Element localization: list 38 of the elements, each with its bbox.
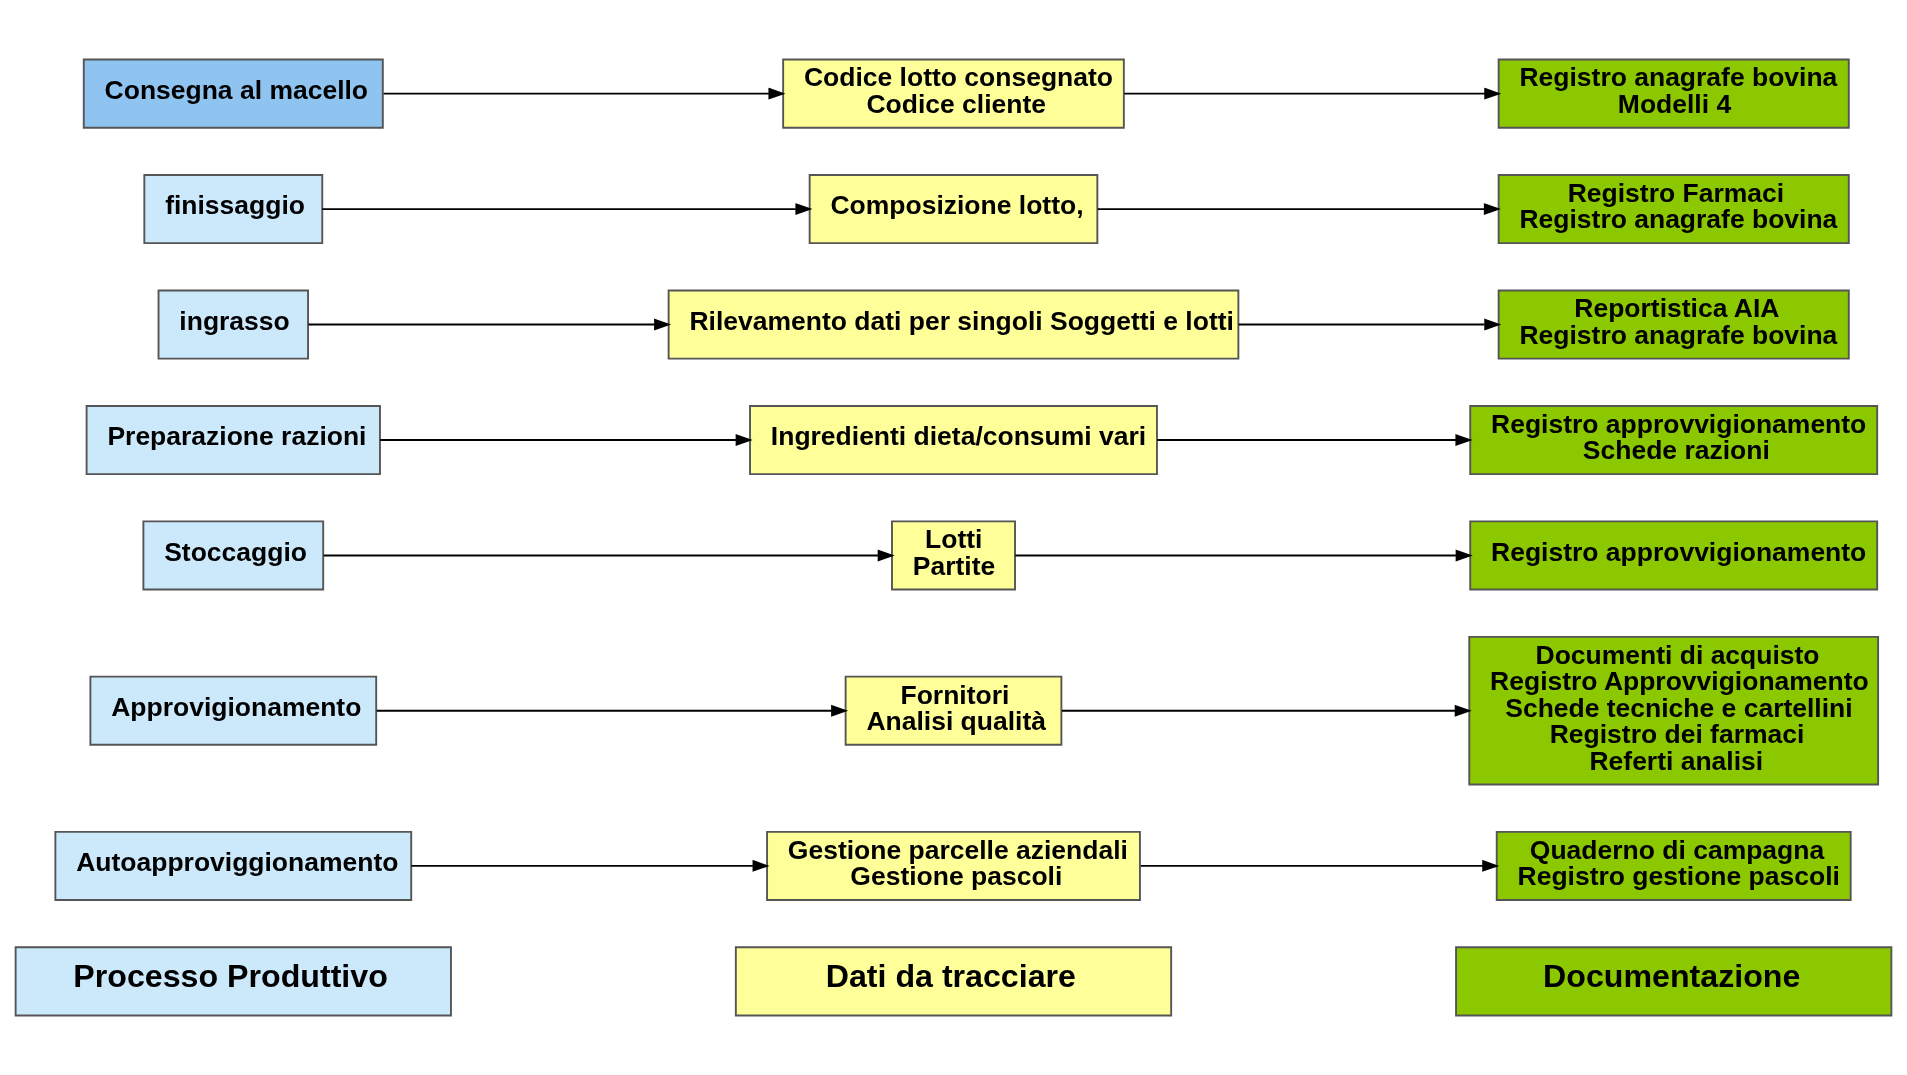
node-box: Codice lotto consegnato Codice cliente xyxy=(782,58,1125,129)
node-box: Fornitori Analisi qualità xyxy=(844,675,1063,746)
node-box: Consegna al macello xyxy=(82,58,384,129)
arrow xyxy=(382,87,786,100)
arrow xyxy=(1014,549,1473,562)
arrow xyxy=(1156,434,1473,446)
node-box: Registro Farmaci Registro anagrafe bovina xyxy=(1497,174,1850,245)
arrow xyxy=(1237,318,1502,331)
node-box: Processo Produttivo xyxy=(14,946,452,1017)
node-box: Registro approvvigionamento Schede razioni xyxy=(1469,405,1879,476)
arrow xyxy=(307,318,672,331)
node-box: ingrasso xyxy=(157,289,309,360)
node-box: Reportistica AIA Registro anagrafe bovina xyxy=(1497,289,1850,360)
node-box: Preparazione razioni xyxy=(85,405,381,476)
arrow xyxy=(321,203,813,216)
node-box: Documenti di acquisto Registro Approvvigionamento Schede tecniche e cartellini Registro dei farmaci Referti analisi xyxy=(1468,635,1880,786)
node-box: Documentazione xyxy=(1455,946,1893,1017)
arrow xyxy=(1139,859,1500,872)
arrow xyxy=(1096,203,1501,216)
node-box: Lotti Partite xyxy=(891,520,1016,591)
arrow xyxy=(379,434,753,446)
node-box: Ingredienti dieta/consumi vari xyxy=(749,405,1158,476)
node-box: Approvigionamento xyxy=(89,675,378,746)
arrow xyxy=(322,549,895,562)
arrow xyxy=(375,704,849,717)
node-box: Registro anagrafe bovina Modelli 4 xyxy=(1497,58,1850,129)
arrow xyxy=(1123,87,1502,100)
node-box: Composizione lotto, xyxy=(808,174,1099,245)
node-box: Autoapproviggionamento xyxy=(54,830,413,901)
node-box: Stoccaggio xyxy=(142,520,325,591)
node-box: Quaderno di campagna Registro gestione pascoli xyxy=(1495,830,1852,901)
node-box: Dati da tracciare xyxy=(734,946,1173,1017)
node-box: Registro approvvigionamento xyxy=(1469,520,1879,591)
arrow xyxy=(410,859,770,872)
node-box: finissaggio xyxy=(143,174,324,245)
node-box: Rilevamento dati per singoli Soggetti e lotti xyxy=(667,289,1240,360)
arrow xyxy=(1060,704,1472,717)
node-box: Gestione parcelle aziendali Gestione pascoli xyxy=(766,830,1141,901)
